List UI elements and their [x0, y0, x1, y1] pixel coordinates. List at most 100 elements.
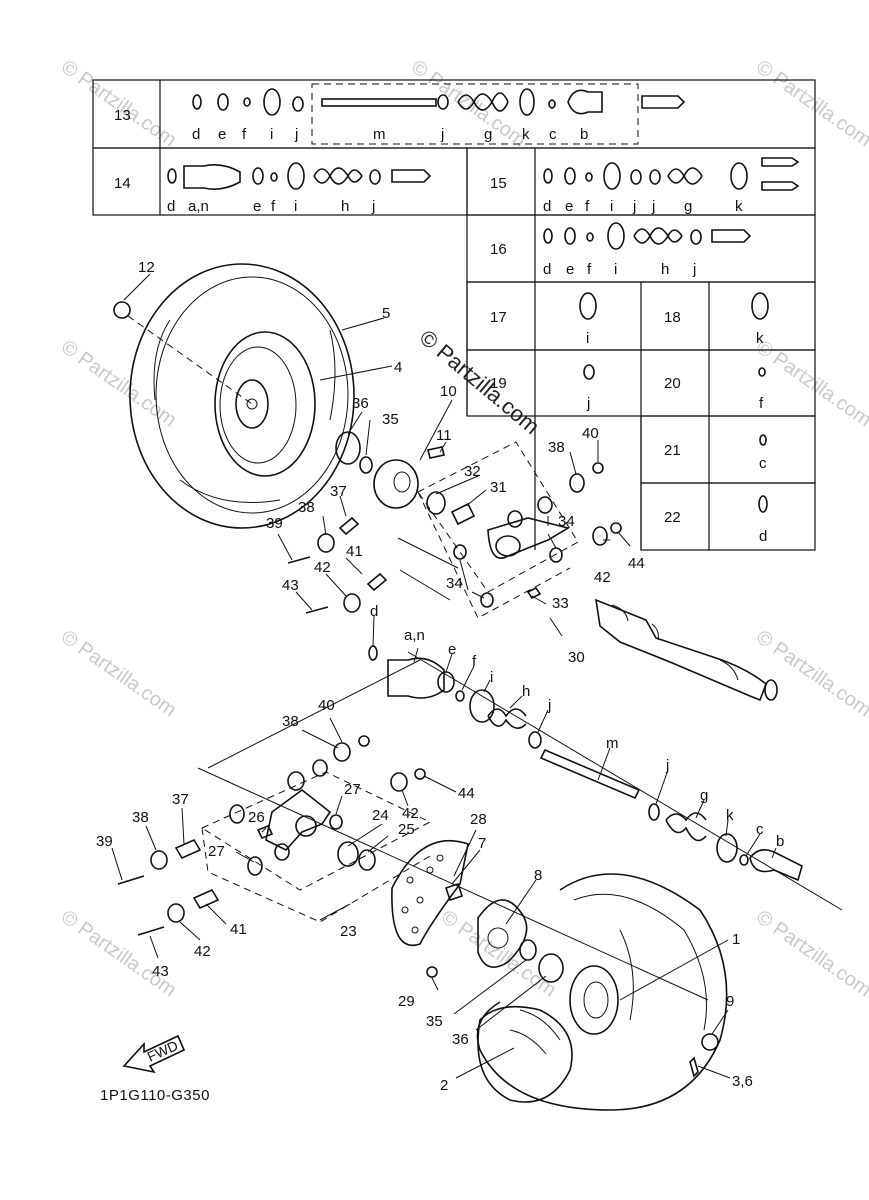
rear-wheel-assembly	[391, 839, 728, 1111]
watermark: © Partzilla.com	[752, 626, 869, 721]
svg-text:i: i	[270, 126, 273, 143]
svg-text:f: f	[271, 198, 276, 215]
upper-drive-shaft	[594, 598, 778, 702]
callout: 42	[194, 943, 211, 960]
front-wheel-assembly	[113, 263, 445, 529]
fwd-arrow-icon: FWD	[122, 1034, 186, 1074]
svg-text:i: i	[610, 198, 613, 215]
kit-number: 15	[490, 175, 507, 192]
callout: 41	[346, 543, 363, 560]
svg-text:g: g	[684, 198, 692, 215]
callout: 24	[372, 807, 389, 824]
kit-15-parts	[543, 157, 800, 191]
kit-16-parts	[543, 222, 752, 250]
callout: 36	[452, 1031, 469, 1048]
kit-number: 20	[664, 375, 681, 392]
watermark-main: © Partzilla.com	[415, 325, 545, 439]
svg-text:d: d	[543, 198, 551, 215]
svg-text:i: i	[586, 330, 589, 347]
callout: 38	[132, 809, 149, 826]
callout: 37	[172, 791, 189, 808]
svg-text:a,n: a,n	[188, 198, 209, 215]
callout: e	[448, 641, 456, 658]
watermark: © Partzilla.com	[407, 56, 530, 151]
svg-text:f: f	[585, 198, 590, 215]
svg-text:b: b	[580, 126, 588, 143]
callout: 40	[582, 425, 599, 442]
svg-text:f: f	[759, 395, 764, 412]
callout: 29	[398, 993, 415, 1010]
callout: g	[700, 787, 708, 804]
callout: 41	[230, 921, 247, 938]
callout: 28	[470, 811, 487, 828]
callout: 38	[282, 713, 299, 730]
svg-text:m: m	[373, 126, 386, 143]
callout: 27	[208, 843, 225, 860]
watermark: © Partzilla.com	[57, 906, 180, 1001]
callout: c	[756, 821, 764, 838]
callout: 38	[548, 439, 565, 456]
kit-13-parts	[192, 88, 686, 116]
svg-text:c: c	[759, 455, 767, 472]
callout: 10	[440, 383, 457, 400]
svg-text:j: j	[692, 261, 696, 278]
callout: 9	[726, 993, 734, 1010]
svg-text:d: d	[192, 126, 200, 143]
callout: 35	[382, 411, 399, 428]
callout: 39	[96, 833, 113, 850]
callout: 43	[282, 577, 299, 594]
callout: 32	[464, 463, 481, 480]
callout: 3,6	[732, 1073, 753, 1090]
svg-text:j: j	[651, 198, 655, 215]
callout: 35	[426, 1013, 443, 1030]
svg-text:d: d	[167, 198, 175, 215]
lower-knuckle-assembly	[117, 735, 432, 936]
callout: 36	[352, 395, 369, 412]
svg-text:f: f	[242, 126, 247, 143]
watermark: © Partzilla.com	[752, 906, 869, 1001]
svg-text:j: j	[371, 198, 375, 215]
svg-text:j: j	[586, 395, 590, 412]
watermark: © Partzilla.com	[752, 56, 869, 151]
kit-14-parts	[167, 162, 432, 190]
callout: 7	[478, 835, 486, 852]
callout: 38	[298, 499, 315, 516]
kit-number: 14	[114, 175, 131, 192]
svg-text:e: e	[218, 126, 226, 143]
svg-text:h: h	[341, 198, 349, 215]
callout-labels: 12 5 4 10 36 35 11 38 40 32 31 34 37 38 …	[96, 259, 784, 1094]
kit-16-labels: d e f i h j	[543, 261, 696, 278]
callout: k	[726, 807, 734, 824]
callout: f	[472, 653, 477, 670]
callout: 4	[394, 359, 402, 376]
svg-text:j: j	[294, 126, 298, 143]
callout: 8	[534, 867, 542, 884]
svg-text:e: e	[253, 198, 261, 215]
svg-text:k: k	[756, 330, 764, 347]
callout: 27	[344, 781, 361, 798]
callout: 42	[402, 805, 419, 822]
kit-table: 13 14 15 16 17 18 19 20 21 22 d e f	[92, 79, 816, 551]
svg-text:i: i	[294, 198, 297, 215]
svg-text:d: d	[759, 528, 767, 545]
callout: 23	[340, 923, 357, 940]
svg-text:k: k	[522, 126, 530, 143]
kit-15-labels: d e f i j j g k	[543, 198, 743, 215]
svg-text:h: h	[661, 261, 669, 278]
diagram-code: 1P1G110-G350	[100, 1087, 210, 1104]
watermark: © Partzilla.com	[57, 626, 180, 721]
callout: 26	[248, 809, 265, 826]
callout: 33	[552, 595, 569, 612]
callout: j	[665, 757, 669, 774]
callout: 39	[266, 515, 283, 532]
leader-lines	[111, 273, 843, 1079]
callout: 44	[628, 555, 645, 572]
callout: 42	[314, 559, 331, 576]
callout: i	[490, 669, 493, 686]
callout: 44	[458, 785, 475, 802]
callout: 40	[318, 697, 335, 714]
kit-13-labels: d e f i j m j g k c b	[192, 126, 588, 143]
svg-text:d: d	[543, 261, 551, 278]
callout: 34	[446, 575, 463, 592]
